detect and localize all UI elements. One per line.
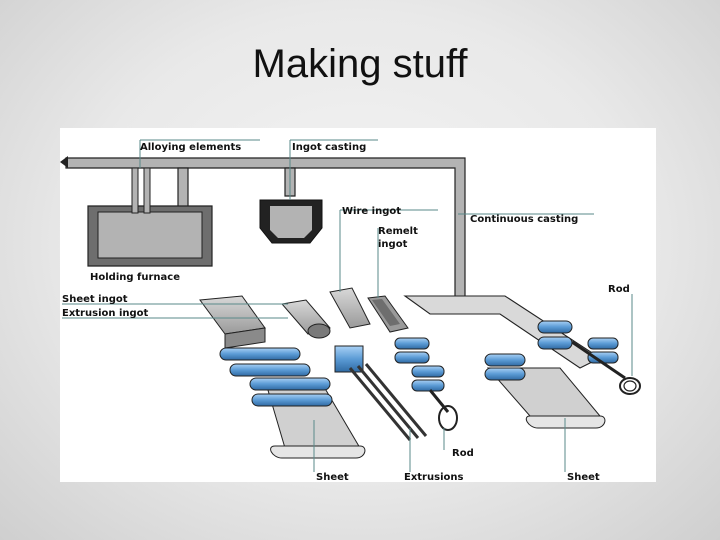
continuous-casting-belt [403,295,602,369]
ingot-casting-mould [259,199,323,244]
label-sheet-ingot: Sheet ingot [62,294,128,305]
inflow-arrow [60,156,68,168]
middle-rod-line [394,337,458,431]
label-remelt-ingot-line1: Remelt [378,226,418,237]
label-extrusions: Extrusions [404,472,463,482]
remelt-ingot [367,295,409,333]
label-rod-bottom: Rod [452,448,474,459]
extrusion-ingot [281,299,331,339]
label-remelt-ingot-line2: ingot [378,239,408,250]
wire-ingot [329,287,371,329]
label-holding-furnace: Holding furnace [90,272,180,283]
label-sheet-left: Sheet [316,472,349,482]
label-alloying-elements: Alloying elements [140,142,241,153]
label-wire-ingot: Wire ingot [342,206,401,217]
label-extrusion-ingot: Extrusion ingot [62,308,149,319]
label-sheet-right: Sheet [567,472,600,482]
aluminum-production-diagram: Alloying elements Ingot casting Wire ing… [60,128,656,482]
label-continuous-casting: Continuous casting [470,214,578,225]
label-ingot-casting: Ingot casting [292,142,366,153]
label-rod-right: Rod [608,284,630,295]
leader-lines [62,139,633,472]
right-sheet-line [484,353,606,429]
holding-furnace [87,167,213,267]
left-sheet-line [199,295,366,459]
rod-rollers [537,320,641,395]
extrusion-press [334,345,428,441]
slide-title: Making stuff [252,42,468,86]
